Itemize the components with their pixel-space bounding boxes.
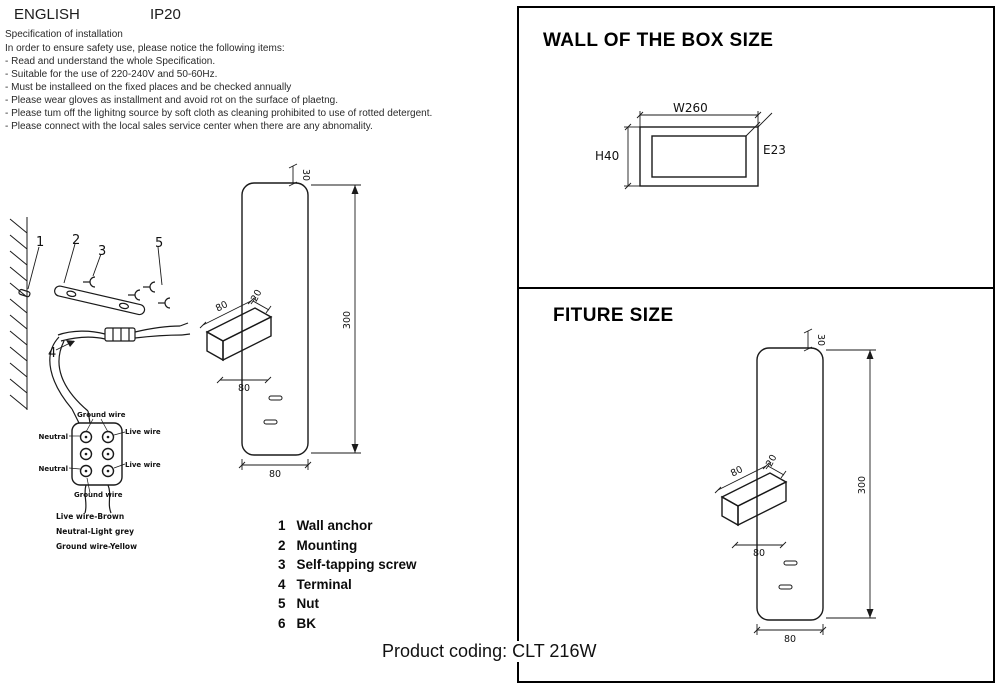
wire-label-leaders <box>68 418 126 494</box>
dim-box-height: H40 <box>595 149 619 163</box>
fixture-drawing-main: 30 300 80 20 80 80 <box>199 163 361 480</box>
callout-1: 1 <box>36 235 44 250</box>
legend-num: 4 <box>278 576 286 592</box>
spec-item: - Please wear gloves as installment and … <box>5 95 338 106</box>
terminal-screw-dots <box>84 435 110 473</box>
dim-head-depth: 20 <box>249 288 264 304</box>
wire-color-ground: Ground wire-Yellow <box>56 542 137 551</box>
fixture-drawing-panel <box>714 328 877 646</box>
callout-2: 2 <box>72 233 80 248</box>
wire-label-live-lower: Live wire <box>125 461 161 469</box>
installation-diagram: 1 2 3 4 5 Ground wire Neutral Live wire … <box>9 217 191 551</box>
wire-label-neutral-upper: Neutral <box>38 433 68 441</box>
spec-intro: In order to ensure safety use, please no… <box>5 43 285 54</box>
box-size-title: WALL OF THE BOX SIZE <box>543 30 774 51</box>
ip-rating-label: IP20 <box>150 6 181 23</box>
wall-hatch <box>9 217 28 410</box>
specification-block: Specification of installation In order t… <box>5 28 525 133</box>
wire-label-ground-bottom: Ground wire <box>74 491 123 499</box>
language-label: ENGLISH <box>14 6 80 23</box>
product-coding: Product coding: CLT 216W <box>376 641 603 662</box>
legend-label: Mounting <box>296 537 358 553</box>
legend-item: 4 Terminal <box>278 575 417 595</box>
legend-label: Nut <box>296 596 320 612</box>
dim-height: 300 <box>342 311 353 329</box>
legend-item: 2 Mounting <box>278 536 417 556</box>
dim-box-width: W260 <box>673 101 708 115</box>
fixture-dim-arrows <box>351 185 359 453</box>
legend-num: 5 <box>278 596 286 612</box>
legend-num: 3 <box>278 557 286 573</box>
legend-item: 3 Self-tapping screw <box>278 555 417 575</box>
dim-box-depth: E23 <box>763 143 786 157</box>
callout-3: 3 <box>98 244 106 259</box>
spec-item: - Please connect with the local sales se… <box>5 121 373 132</box>
legend-item: 5 Nut <box>278 594 417 614</box>
wire-label-ground-top: Ground wire <box>77 411 126 419</box>
spec-title: Specification of installation <box>5 29 123 40</box>
callout-4: 4 <box>48 346 56 361</box>
wire-label-neutral-lower: Neutral <box>38 465 68 473</box>
legend-item: 1 Wall anchor <box>278 516 417 536</box>
legend-label: BK <box>296 615 317 631</box>
screw-symbols <box>83 276 171 309</box>
spec-item: - Read and understand the whole Specific… <box>5 56 216 67</box>
dim-head-width: 80 <box>238 383 250 394</box>
legend-num: 6 <box>278 615 286 631</box>
legend-label: Self-tapping screw <box>296 557 417 573</box>
dim-width-bottom: 80 <box>269 469 281 480</box>
fixture-body <box>205 182 309 456</box>
legend-num: 1 <box>278 518 286 534</box>
fixture-size-title: FITURE SIZE <box>553 305 674 326</box>
fixture-size-section: FITURE SIZE <box>519 289 993 327</box>
size-panel: WALL OF THE BOX SIZE FITURE SIZE <box>517 6 995 683</box>
callout-leaders <box>27 243 163 351</box>
spec-item: - Suitable for the use of 220-240V and 5… <box>5 69 218 80</box>
wire-color-live: Live wire-Brown <box>56 512 124 521</box>
callout-4-arrow <box>66 340 75 347</box>
callout-5: 5 <box>155 236 163 251</box>
wire-label-live-upper: Live wire <box>125 428 161 436</box>
wiring-assembly <box>49 322 191 514</box>
spec-item: - Must be installeed on the fixed places… <box>5 82 292 93</box>
dim-top-depth: 30 <box>300 169 311 181</box>
box-size-section: WALL OF THE BOX SIZE <box>519 8 993 289</box>
legend-label: Terminal <box>296 576 352 592</box>
wall-anchor-part <box>18 288 31 298</box>
terminal-block <box>71 422 123 486</box>
wall-box-drawing: W260 H40 E23 <box>595 101 786 190</box>
fixture-size-drawing <box>714 328 877 646</box>
box-outline <box>639 126 759 187</box>
box-dim-lines <box>624 111 773 190</box>
fixture-dimension-drawing: 30 300 80 20 80 80 <box>199 163 361 480</box>
legend-num: 2 <box>278 537 286 553</box>
parts-legend: 1 Wall anchor 2 Mounting 3 Self-tapping scr… <box>278 516 417 633</box>
legend-label: Wall anchor <box>296 518 373 534</box>
legend-item: 6 BK <box>278 614 417 634</box>
spec-item: - Please tum off the lighitng source by … <box>5 108 433 119</box>
fixture-dim-lines <box>199 163 361 470</box>
mounting-bracket-part <box>54 285 146 316</box>
wire-color-neutral: Neutral-Light grey <box>56 527 134 536</box>
dim-head-length: 80 <box>214 299 230 314</box>
